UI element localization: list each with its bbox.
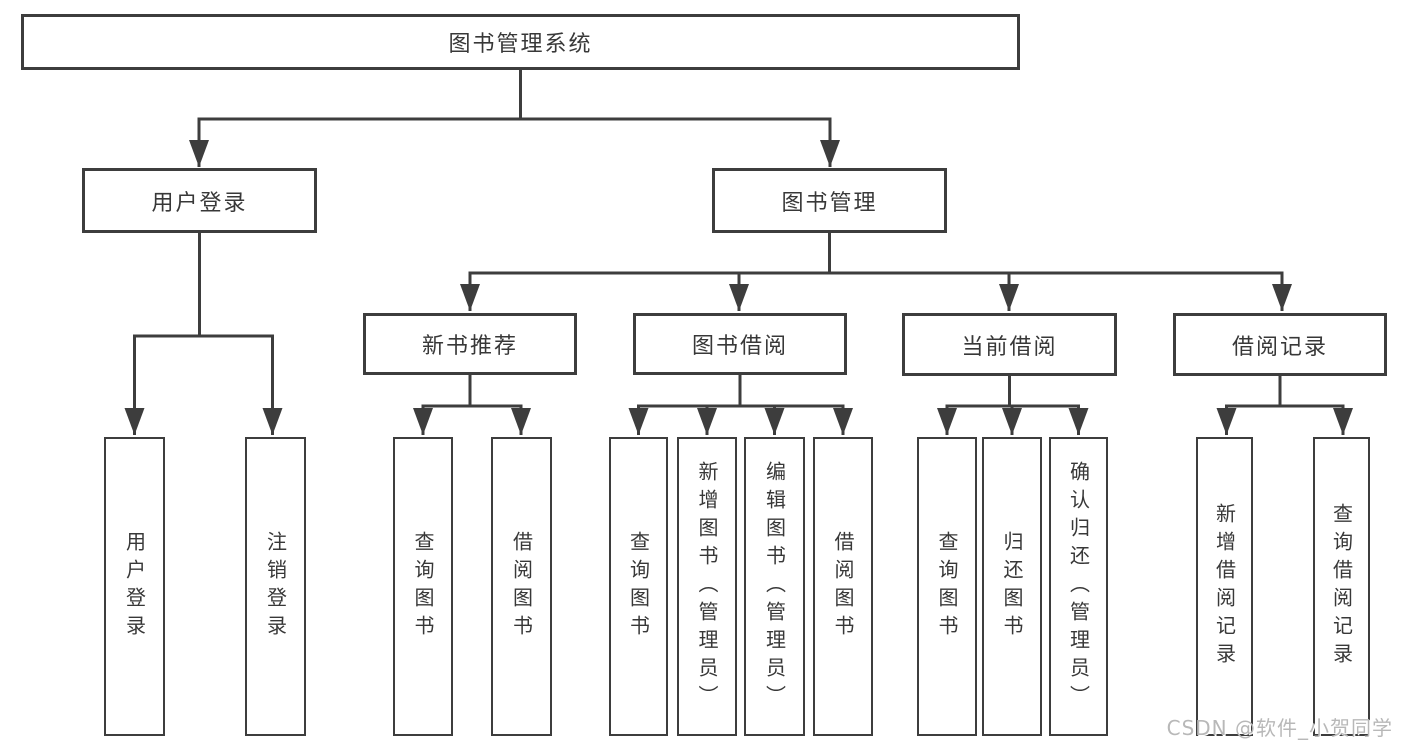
node-book-borrowing: 图书借阅 <box>633 313 847 375</box>
leaf-query-books-3: 查询图书 <box>917 437 977 736</box>
node-root: 图书管理系统 <box>21 14 1020 70</box>
leaf-query-borrow-record: 查询借阅记录 <box>1313 437 1370 736</box>
leaf-user-login: 用户登录 <box>104 437 165 736</box>
leaf-add-borrow-record: 新增借阅记录 <box>1196 437 1253 736</box>
node-user-login: 用户登录 <box>82 168 317 233</box>
node-current-borrowing: 当前借阅 <box>902 313 1117 376</box>
node-book-management: 图书管理 <box>712 168 947 233</box>
leaf-edit-books-admin: 编辑图书（管理员） <box>744 437 805 736</box>
leaf-query-books-2: 查询图书 <box>609 437 668 736</box>
leaf-add-books-admin: 新增图书（管理员） <box>677 437 737 736</box>
leaf-confirm-return-admin: 确认归还（管理员） <box>1049 437 1108 736</box>
leaf-query-books-1: 查询图书 <box>393 437 453 736</box>
leaf-logout: 注销登录 <box>245 437 306 736</box>
leaf-borrow-books-2: 借阅图书 <box>813 437 873 736</box>
node-borrowing-records: 借阅记录 <box>1173 313 1387 376</box>
leaf-return-books: 归还图书 <box>982 437 1042 736</box>
csdn-watermark: CSDN @软件_小贺同学 <box>1166 716 1393 740</box>
node-new-book-recommendation: 新书推荐 <box>363 313 577 375</box>
leaf-borrow-books-1: 借阅图书 <box>491 437 552 736</box>
